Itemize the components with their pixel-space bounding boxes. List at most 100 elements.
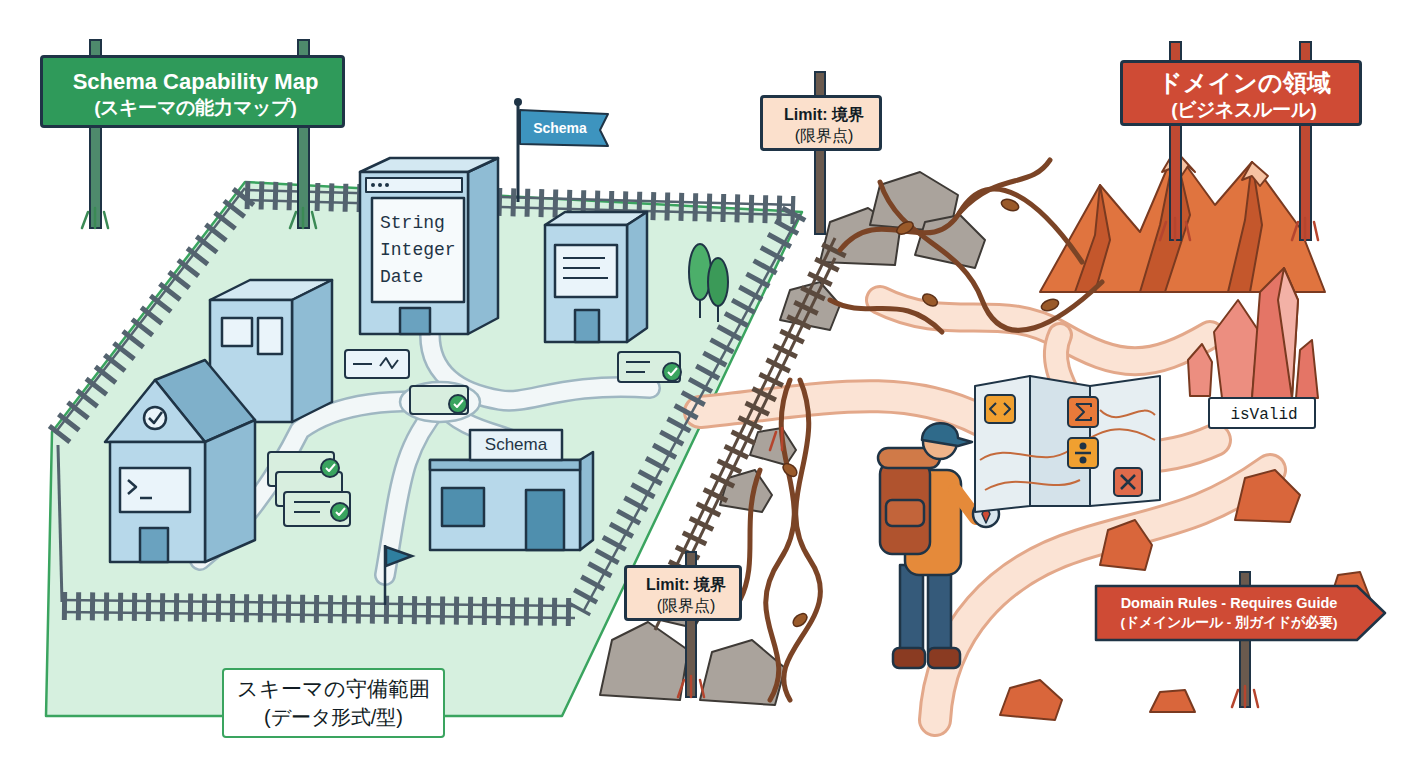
mountain-range: [1242, 162, 1268, 186]
flag-finial: [514, 98, 522, 106]
crystal: [1188, 344, 1212, 396]
node-heading: String Integer Date: [380, 210, 464, 291]
building: [205, 420, 255, 562]
type-tower: String Integer Date: [360, 150, 500, 340]
building: [563, 258, 608, 278]
boulder: [600, 622, 688, 700]
node-heading: Domain Rules - Requires Guide: [1121, 594, 1338, 614]
vine: [784, 380, 821, 700]
folded-map: [1075, 452, 1091, 455]
domain-rules-sign: Domain Rules - Requires Guide(ドメインルール - …: [1095, 585, 1387, 641]
building: [555, 245, 617, 297]
checked-document: [410, 386, 468, 414]
grass-tuft: [1160, 218, 1318, 240]
rock: [1100, 520, 1152, 570]
text-block: Schema: [470, 430, 562, 460]
folded-map: [1081, 458, 1086, 463]
hall-side: [580, 452, 593, 550]
text-block: Schema: [520, 112, 600, 144]
node-subtext: (ビジネスルール): [1171, 98, 1317, 123]
is-valid-tag: isValid: [1208, 397, 1316, 429]
building: [120, 468, 190, 512]
hiker: [886, 500, 924, 526]
text-block: String Integer Date: [372, 198, 464, 302]
tower-body: [360, 158, 498, 334]
rock: [1235, 470, 1300, 522]
vine-leaf: [895, 219, 916, 237]
tower-side: [468, 158, 498, 334]
tower-dot: [385, 183, 389, 187]
text-block: ドメインの領域(ビジネスルール): [1123, 63, 1365, 129]
hall-front: [430, 460, 580, 550]
rock: [1000, 680, 1062, 720]
building: [110, 442, 205, 562]
node-subtext: (ドメインルール - 別ガイドが必要): [1121, 614, 1338, 632]
tower-bar: [366, 178, 462, 192]
vine: [880, 182, 1102, 330]
checked-document: [449, 395, 467, 413]
folded-map: [1114, 468, 1142, 496]
tower-door: [400, 308, 430, 334]
node-heading: Limit: 境界: [784, 105, 864, 126]
crystal: [1278, 268, 1298, 398]
arrow-sign-board: [1096, 586, 1385, 640]
folded-map: [975, 376, 1160, 512]
rock: [1150, 690, 1195, 712]
vine-leaf: [781, 197, 1061, 629]
vine: [840, 189, 1082, 262]
hiker: [928, 648, 960, 668]
building: [149, 412, 162, 423]
vine-leaf: [1040, 297, 1060, 313]
limit-sign: Limit: 境界(限界点): [624, 565, 742, 621]
hall-body: [430, 430, 593, 550]
checked-document: [618, 352, 680, 382]
arrow-sign: [1095, 585, 1387, 641]
hiker: [900, 565, 923, 653]
folded-map: [975, 376, 1030, 512]
tower-dot: [371, 183, 375, 187]
folded-map: [1090, 376, 1160, 506]
tower-window: [372, 198, 464, 302]
tower-dot: [378, 183, 382, 187]
building: [258, 318, 282, 354]
node-heading: Schema: [485, 435, 547, 455]
checked-document: [321, 459, 339, 477]
vine: [960, 160, 1050, 212]
hiker: [928, 565, 951, 653]
checked-document: [284, 492, 350, 526]
folded-map: [1081, 444, 1086, 449]
checked-document: [345, 350, 409, 378]
limit-sign: Limit: 境界(限界点): [760, 95, 882, 151]
vine: [830, 300, 942, 332]
building: [222, 318, 252, 346]
tower-front: [360, 172, 468, 334]
flag-cloth: [520, 110, 608, 146]
schema-flag: [512, 98, 612, 203]
hiker: [893, 648, 925, 668]
boulder: [750, 428, 796, 465]
grass-tuft: [678, 428, 1258, 707]
folded-map: [1076, 404, 1091, 420]
node-heading: スキーマの守備範囲: [237, 675, 430, 703]
schema-flag: Schema: [512, 98, 612, 203]
node-heading: Schema Capability Map: [73, 68, 319, 96]
schema-hall: Schema: [430, 428, 595, 552]
building: [627, 212, 647, 342]
crystal: [1252, 268, 1298, 398]
text-block: Schema Capability Map(スキーマの能力マップ): [43, 58, 348, 131]
text-block: Limit: 境界(限界点): [763, 98, 885, 154]
building: [140, 528, 168, 562]
node-heading: ドメインの領域: [1158, 69, 1331, 98]
tree: [689, 244, 711, 300]
text-block: isValid: [1210, 399, 1318, 431]
crystal: [1214, 300, 1258, 398]
hall-sign: [470, 430, 562, 460]
checked-document: [294, 502, 330, 512]
vine-leaf: [791, 611, 810, 629]
tree: [708, 258, 728, 306]
folded-map: [985, 395, 1015, 423]
node-subtext: (データ形式/型): [264, 704, 403, 731]
hiker: [922, 423, 972, 446]
walkway: [400, 382, 480, 422]
